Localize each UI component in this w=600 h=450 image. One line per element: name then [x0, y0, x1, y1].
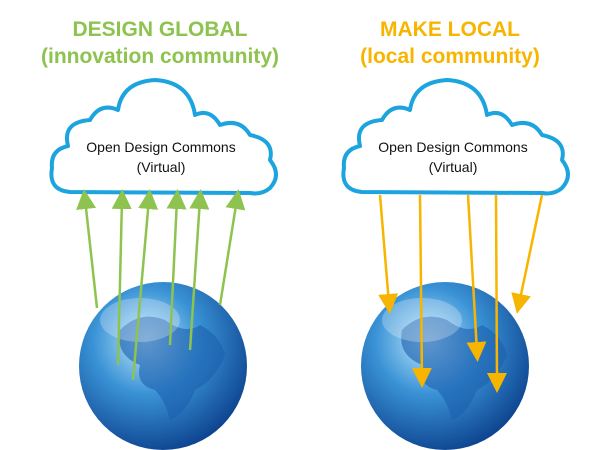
upload-arrow [111, 189, 132, 366]
right-heading: MAKE LOCAL (local community) [300, 16, 600, 70]
download-arrow [411, 194, 432, 388]
left-heading: DESIGN GLOBAL (innovation community) [10, 16, 310, 70]
left-title: DESIGN GLOBAL [72, 18, 248, 41]
upload-arrow [76, 189, 99, 309]
right-title: MAKE LOCAL [380, 18, 520, 41]
cloud-left [49, 78, 278, 196]
upload-arrow [166, 189, 187, 346]
download-arrow [466, 194, 487, 362]
upload-arrow [218, 189, 246, 306]
download-arrow [511, 194, 544, 314]
cloud-label-line1: Open Design Commons [86, 139, 236, 155]
left-cloud-label: Open Design Commons (Virtual) [61, 137, 261, 177]
right-subtitle: (local community) [360, 45, 540, 68]
cloud-label-line2: (Virtual) [428, 159, 478, 175]
upload-arrow [131, 189, 159, 381]
globe-right [361, 282, 529, 450]
upload-arrow [188, 189, 210, 351]
download-arrow [378, 194, 399, 314]
globe-left [79, 282, 247, 450]
cloud-right [341, 78, 570, 196]
cloud-label-line2: (Virtual) [136, 159, 186, 175]
download-arrow [486, 194, 507, 393]
cloud-label-line1: Open Design Commons [378, 139, 528, 155]
right-cloud-label: Open Design Commons (Virtual) [353, 137, 553, 177]
left-subtitle: (innovation community) [41, 45, 279, 68]
